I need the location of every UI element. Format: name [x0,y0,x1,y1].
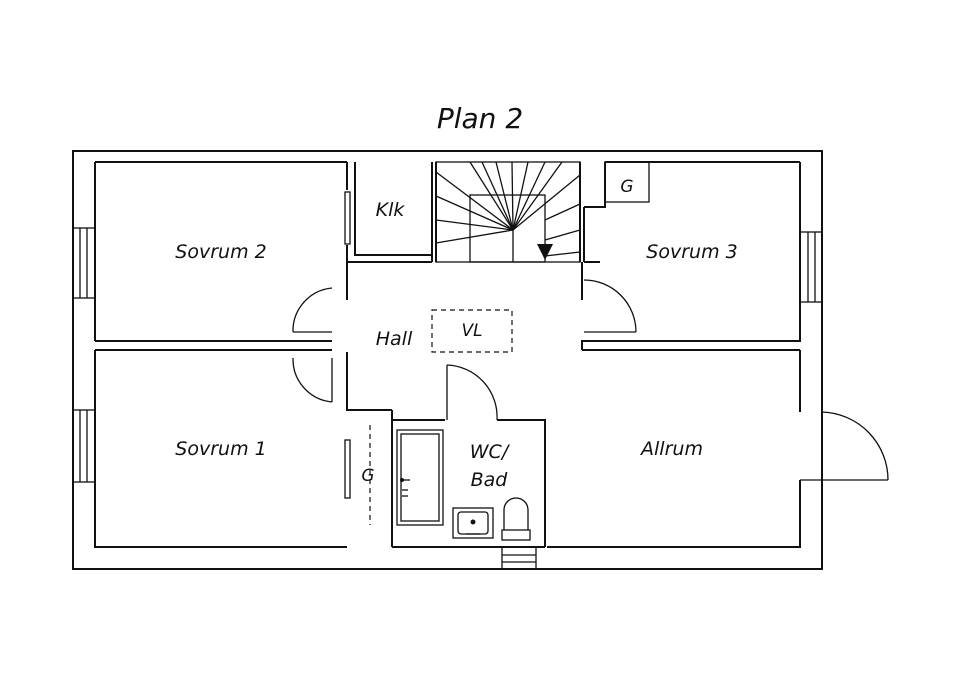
label-bad: Bad [471,469,509,491]
label-sovrum2: Sovrum 2 [175,241,266,263]
label-vl: VL [461,321,482,341]
vl-box [431,309,513,353]
label-sovrum3: Sovrum 3 [646,241,737,263]
door-sovrum2 [292,287,333,333]
label-g-mid: G [361,466,374,486]
door-allrum-exterior [800,411,889,481]
stairs [435,161,581,263]
window-south [501,546,537,570]
door-klk [344,191,351,245]
window-west-top [72,227,96,299]
label-klk: Klk [376,199,406,221]
door-g-mid [344,425,371,525]
toilet [501,497,531,541]
label-hall: Hall [376,328,413,350]
label-sovrum1: Sovrum 1 [175,438,266,460]
label-wc: WC/ [470,441,511,463]
plan-title: Plan 2 [436,102,524,135]
window-east [799,231,823,303]
label-g-top: G [620,177,633,197]
bathtub [396,429,444,526]
sink [452,507,494,539]
door-wc [446,364,498,421]
closet-g-top [604,161,650,203]
outer-walls [72,150,823,570]
window-west-bottom [72,409,96,483]
door-sovrum1 [292,357,333,403]
stairs-arrow-icon [537,244,553,260]
label-allrum: Allrum [639,438,703,460]
door-sovrum3 [583,279,637,333]
